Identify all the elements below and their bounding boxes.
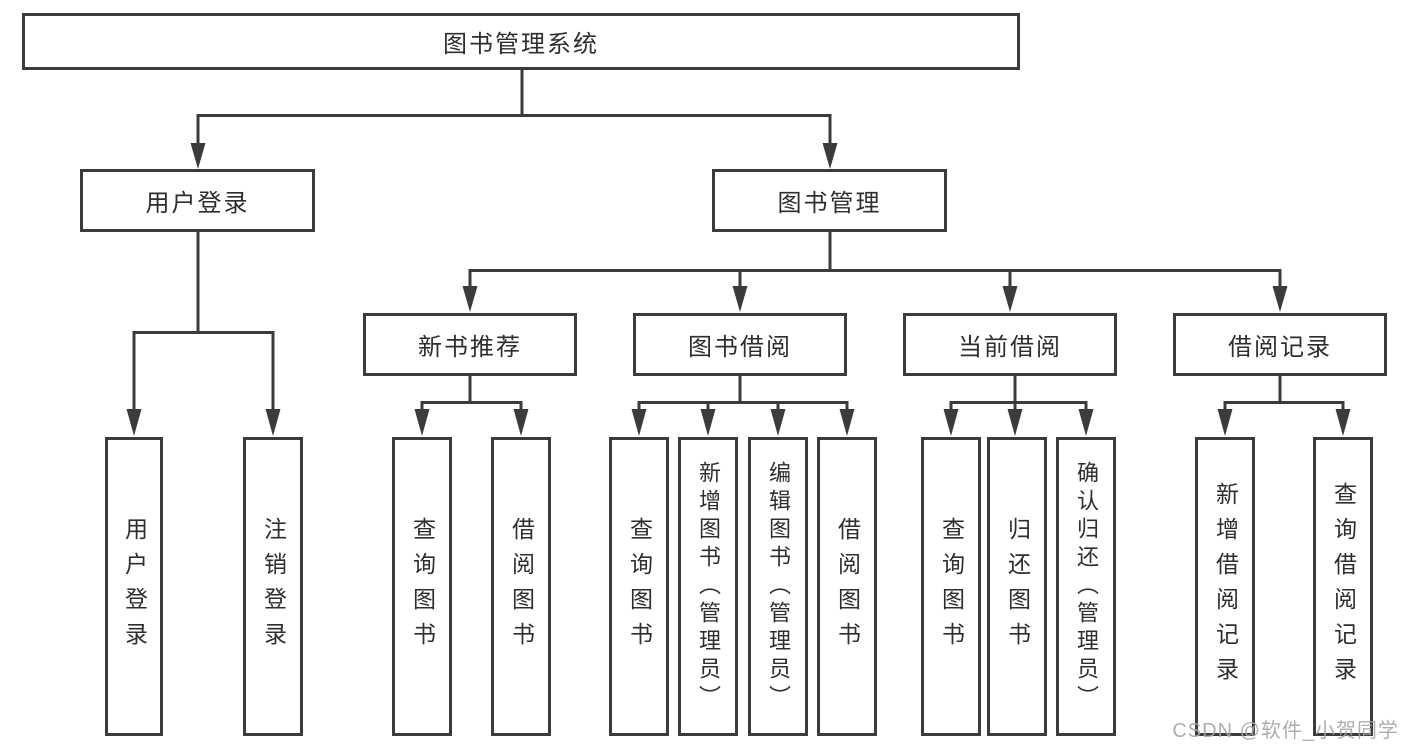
node-leaf-add-borrow-record-label: 新增借阅记录 xyxy=(1212,481,1239,692)
node-leaf-add-books-admin-label: 新增图书（管理员） xyxy=(696,460,721,713)
arrowhead-icon xyxy=(631,409,647,436)
csdn-watermark: CSDN @软件_小贺同学 xyxy=(1172,720,1399,742)
arrowhead-icon xyxy=(943,409,959,436)
node-leaf-edit-books-admin: 编辑图书（管理员） xyxy=(748,437,808,736)
node-library-system: 图书管理系统 xyxy=(22,13,1020,70)
arrowhead-icon xyxy=(265,409,281,436)
node-leaf-query-books-3-label: 查询图书 xyxy=(938,516,965,657)
arrowhead-icon xyxy=(770,409,786,436)
node-new-book-recommend: 新书推荐 xyxy=(363,313,577,376)
node-leaf-edit-books-admin-label: 编辑图书（管理员） xyxy=(766,460,791,713)
node-leaf-return-books-label: 归还图书 xyxy=(1004,516,1031,657)
node-leaf-add-books-admin: 新增图书（管理员） xyxy=(678,437,738,736)
node-leaf-query-books-3: 查询图书 xyxy=(921,437,981,736)
node-leaf-user-login-label: 用户登录 xyxy=(121,516,148,657)
node-leaf-confirm-return-admin-label: 确认归还（管理员） xyxy=(1074,460,1099,713)
node-leaf-add-borrow-record: 新增借阅记录 xyxy=(1195,437,1255,736)
node-leaf-return-books: 归还图书 xyxy=(987,437,1047,736)
arrowhead-icon xyxy=(732,286,748,312)
arrowhead-icon xyxy=(190,143,206,169)
node-user-login-group: 用户登录 xyxy=(80,169,315,232)
node-leaf-user-login: 用户登录 xyxy=(105,437,163,736)
node-leaf-query-books-2-label: 查询图书 xyxy=(626,516,653,657)
arrowhead-icon xyxy=(414,409,430,436)
connector-bookmgmt-split xyxy=(468,232,1282,286)
node-current-borrow-label: 当前借阅 xyxy=(958,334,1062,361)
node-borrow-records: 借阅记录 xyxy=(1173,313,1387,376)
node-current-borrow: 当前借阅 xyxy=(903,313,1117,376)
arrowhead-icon xyxy=(839,409,855,436)
arrowhead-icon xyxy=(1335,409,1351,436)
connector-userlogin-split xyxy=(132,232,275,409)
arrowhead-icon xyxy=(513,409,529,436)
arrowhead-icon xyxy=(1078,409,1094,436)
node-leaf-query-books-2: 查询图书 xyxy=(609,437,669,736)
node-leaf-logout: 注销登录 xyxy=(243,437,303,736)
node-book-borrow: 图书借阅 xyxy=(633,313,847,376)
arrowhead-icon xyxy=(126,409,142,436)
node-library-system-label: 图书管理系统 xyxy=(443,31,599,58)
node-borrow-records-label: 借阅记录 xyxy=(1228,334,1332,361)
node-book-management: 图书管理 xyxy=(712,169,947,232)
arrowhead-icon xyxy=(822,143,838,169)
node-user-login-group-label: 用户登录 xyxy=(145,190,250,217)
node-leaf-logout-label: 注销登录 xyxy=(260,516,287,657)
arrowhead-icon xyxy=(462,286,478,312)
node-book-management-label: 图书管理 xyxy=(777,190,882,217)
node-book-borrow-label: 图书借阅 xyxy=(688,334,792,361)
connector-records-split xyxy=(1223,376,1345,409)
arrowhead-icon xyxy=(700,409,716,436)
node-leaf-query-borrow-record-label: 查询借阅记录 xyxy=(1330,481,1357,692)
arrowhead-icon xyxy=(1002,286,1018,312)
node-new-book-recommend-label: 新书推荐 xyxy=(418,334,522,361)
node-leaf-confirm-return-admin: 确认归还（管理员） xyxy=(1056,437,1116,736)
connector-root-split xyxy=(196,70,832,143)
node-leaf-query-borrow-record: 查询借阅记录 xyxy=(1313,437,1373,736)
node-leaf-query-books-1: 查询图书 xyxy=(392,437,452,736)
connector-newbooks-split xyxy=(420,376,523,409)
node-leaf-borrow-books-2: 借阅图书 xyxy=(817,437,877,736)
connector-current-split xyxy=(949,376,1088,409)
node-leaf-query-books-1-label: 查询图书 xyxy=(409,516,436,657)
node-leaf-borrow-books-1: 借阅图书 xyxy=(491,437,551,736)
connector-borrow-split xyxy=(637,376,849,409)
arrowhead-icon xyxy=(1272,286,1288,312)
arrowhead-icon xyxy=(1007,409,1023,436)
arrowhead-icon xyxy=(1217,409,1233,436)
node-leaf-borrow-books-2-label: 借阅图书 xyxy=(834,516,861,657)
node-leaf-borrow-books-1-label: 借阅图书 xyxy=(508,516,535,657)
